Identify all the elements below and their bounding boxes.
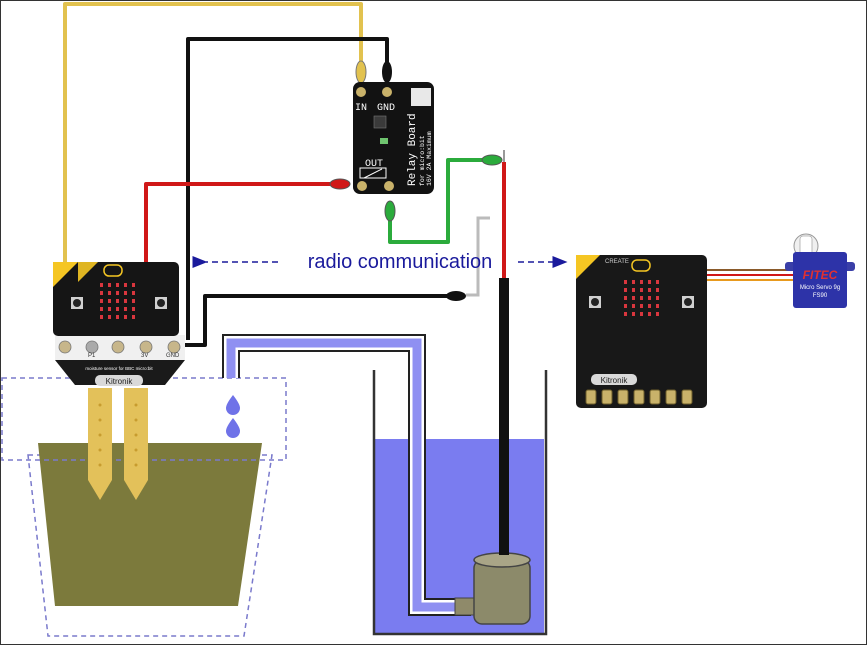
servo-microbit: CREATE Kitronik: [576, 255, 707, 408]
relay-pin-gnd-label: GND: [377, 103, 395, 114]
clip-out-green: [384, 200, 396, 222]
microbit-logo-icon: [631, 259, 651, 272]
water-drops: [226, 395, 240, 438]
pump-ground-wire: [182, 294, 452, 347]
pump-lead-white: [466, 216, 490, 297]
led-matrix-left: [100, 283, 135, 319]
relay-switch-symbol: [359, 167, 387, 179]
edge-connector: [585, 389, 693, 405]
sensor-brand-badge: [95, 375, 143, 386]
led-matrix-right: [624, 280, 659, 316]
clip-pump-black: [446, 291, 466, 301]
soil: [38, 443, 262, 606]
sensor-pin-3v-label: 3V: [141, 353, 148, 359]
clip-in: [355, 60, 367, 84]
water-drop-icon: [226, 418, 240, 438]
servo-part: FS90: [813, 293, 828, 299]
water-pump: [454, 552, 531, 625]
servo-brand: FITEC: [803, 268, 838, 282]
sensor-pin-p1-label: P1: [88, 353, 96, 359]
moisture-sensor-microbit: P1 3V GND Kitronik moisture sensor for B…: [53, 262, 185, 500]
relay-pin-out-label: OUT: [365, 159, 383, 170]
relay-subtitle-2: 16V 2A Maximum: [426, 131, 433, 186]
water-tube: [222, 334, 471, 616]
clip-out-red: [329, 178, 351, 190]
sensor-brand: Kitronik: [106, 377, 134, 386]
water-drop-icon: [226, 395, 240, 415]
servo-board-header: CREATE: [605, 259, 629, 265]
clip-gnd: [382, 61, 392, 83]
relay-board: IN GND OUT Relay Board for micro:bit 16V…: [353, 82, 434, 194]
relay-pin-in-label: IN: [355, 103, 367, 114]
relay-subtitle-1: for micro:bit: [419, 135, 426, 186]
servo-motor: FITEC Micro Servo 9g FS90: [785, 233, 855, 308]
sensor-caption: moisture sensor for BBC micro:bit: [85, 366, 153, 371]
servo-model: Micro Servo 9g: [800, 285, 840, 291]
microbit-logo-icon: [103, 264, 123, 277]
radio-link: radio communication: [192, 251, 568, 273]
servo-board-brand: Kitronik: [601, 376, 629, 385]
radio-communication-label: radio communication: [308, 251, 493, 273]
tank-walls: [372, 370, 548, 636]
switch-wire: [388, 158, 486, 244]
sensor-pin-gnd-label: GND: [166, 353, 180, 359]
relay-title: Relay Board: [407, 113, 419, 186]
clip-pump-green: [481, 154, 503, 166]
ground-wire: [186, 37, 389, 340]
servo-brand-badge: [591, 374, 637, 385]
servo-cable: [707, 269, 795, 281]
